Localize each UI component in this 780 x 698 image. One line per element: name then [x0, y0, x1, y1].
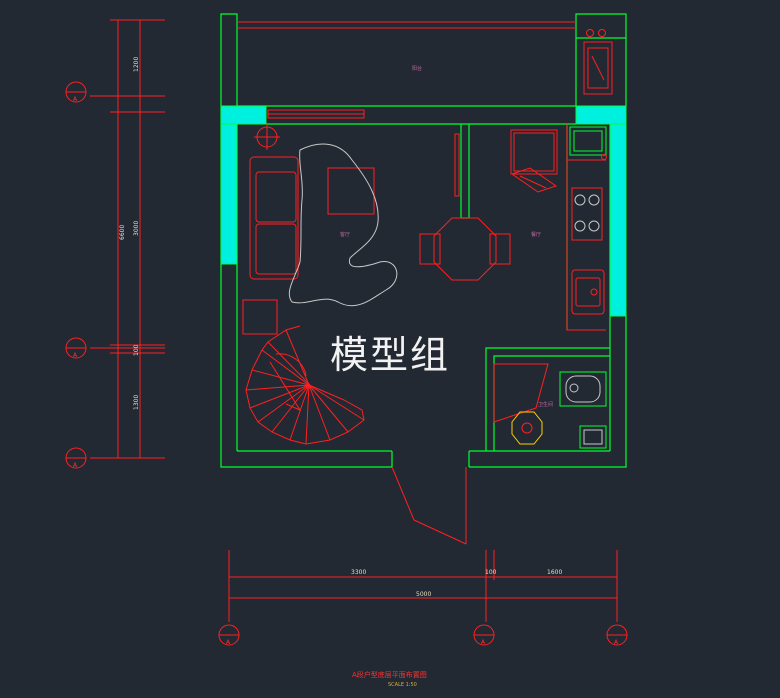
axis-label-bottom-3: A [614, 639, 619, 646]
axis-bubble-bottom-2 [473, 624, 495, 646]
axis-label-left-1: A [73, 96, 78, 103]
outer-walls [220, 13, 627, 468]
axis-bubble-bottom-1 [218, 624, 240, 646]
room-label-terrace: 阳台 [412, 65, 422, 72]
kitchen-counter [566, 124, 606, 331]
side-cabinet [242, 299, 278, 335]
terrace-basin [583, 29, 613, 95]
floor-lamp-icon [254, 124, 280, 150]
dim-segment-bottom: 1300 [133, 395, 140, 410]
bathroom-fixtures [493, 363, 607, 449]
room-label-living: 客厅 [340, 231, 350, 238]
coffee-table [327, 167, 375, 215]
dim-segment-middle: 3000 [133, 221, 140, 236]
dim-segment-left: 3300 [351, 569, 366, 576]
dim-segment-right: 1600 [547, 569, 562, 576]
dim-segment-top: 1200 [133, 57, 140, 72]
dining-cabinet [510, 129, 558, 175]
axis-label-left-2: A [73, 352, 78, 359]
dim-segment-gap-h: 100 [485, 569, 497, 576]
structural-columns [220, 105, 627, 317]
drawing-scale: SCALE 1:50 [388, 682, 417, 688]
spiral-staircase [245, 325, 365, 445]
horizontal-dimension-chain [228, 550, 618, 622]
axis-bubble-left-3 [65, 447, 87, 469]
dining-partition-strip [454, 133, 460, 197]
watermark: 模型组 [330, 333, 451, 377]
axis-bubble-bottom-3 [606, 624, 628, 646]
stove-icon [571, 187, 603, 241]
window-top [267, 109, 365, 119]
entry-door [391, 466, 467, 545]
axis-bubble-left-1 [65, 81, 87, 103]
sofa [249, 156, 299, 280]
room-label-bathroom: 卫生间 [538, 401, 553, 408]
dim-total-vertical: 6600 [119, 225, 126, 240]
kitchen-fridge [510, 167, 558, 193]
area-rug [288, 143, 398, 307]
dim-segment-gap: 100 [133, 344, 140, 356]
dining-table [419, 217, 511, 281]
kitchen-sink-icon [571, 269, 605, 315]
axis-label-left-3: A [73, 462, 78, 469]
drawing-title: A段户型底层平面布置图 [352, 671, 427, 679]
room-label-dining: 餐厅 [531, 231, 541, 238]
dim-total-horizontal: 5000 [416, 591, 431, 598]
axis-label-bottom-2: A [481, 639, 486, 646]
axis-bubble-left-2 [65, 337, 87, 359]
vertical-dimension-chain [90, 19, 165, 459]
axis-label-bottom-1: A [226, 639, 231, 646]
terrace-railing [237, 21, 576, 29]
kitchen-sink-top [569, 126, 607, 160]
